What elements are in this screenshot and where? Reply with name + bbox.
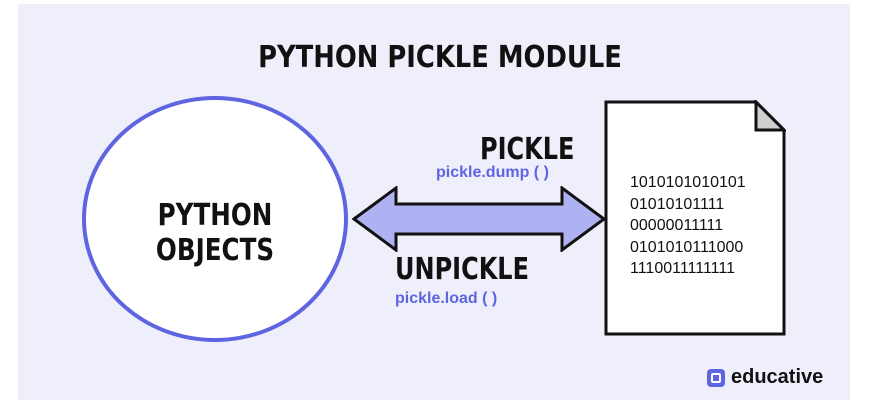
binary-file-icon [604, 100, 786, 336]
brand-logo: educative [707, 366, 823, 389]
educative-logo-icon [707, 368, 725, 387]
pickle-title: PICKLE [480, 132, 575, 167]
diagram-title: PYTHON PICKLE MODULE [258, 40, 622, 75]
unpickle-title: UNPICKLE [395, 252, 529, 287]
binary-line: 0101010111000 [630, 238, 744, 256]
python-objects-label: PYTHON OBJECTS [155, 198, 275, 268]
python-objects-circle [82, 96, 348, 342]
unpickle-call: pickle.load ( ) [395, 290, 498, 307]
binary-line: 1110011111111 [630, 260, 735, 277]
binary-content: 1010101010101 01010101111 00000011111 01… [630, 172, 746, 280]
binary-line: 1010101010101 [630, 174, 746, 191]
binary-line: 01010101111 [630, 195, 725, 213]
double-arrow-icon [352, 186, 606, 252]
brand-name: educative [731, 366, 824, 388]
binary-line: 00000011111 [630, 217, 724, 234]
pickle-call: pickle.dump ( ) [436, 164, 549, 181]
